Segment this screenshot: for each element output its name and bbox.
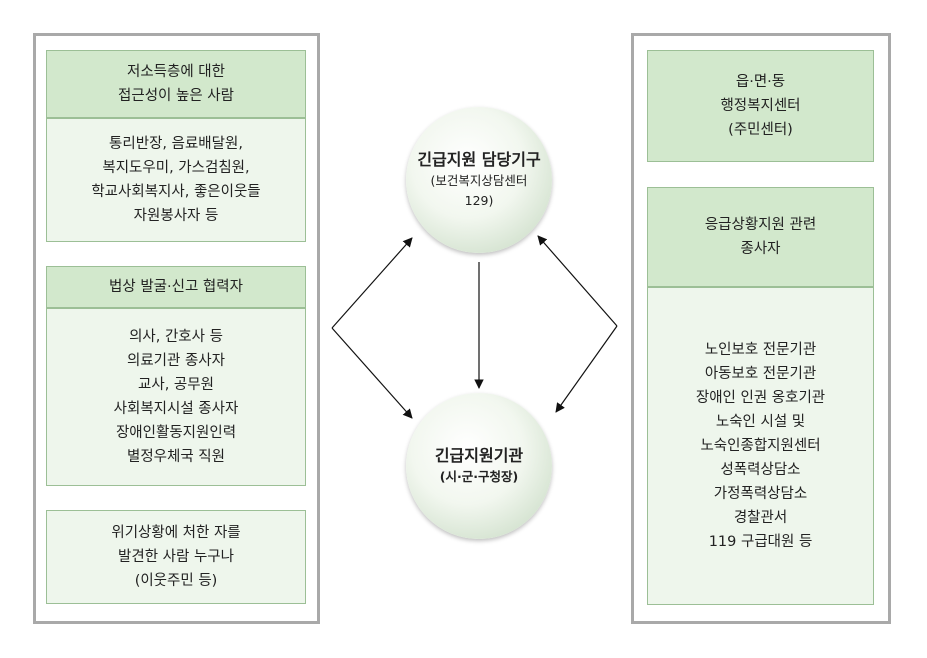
agency-sub-number: 129) — [464, 193, 494, 208]
body-line: 교사, 공무원 — [138, 377, 214, 393]
header-line: 응급상황지원 관련 — [704, 217, 817, 233]
body-line: 장애인 인권 옹호기관 — [695, 390, 826, 406]
body-line: 가정폭력상담소 — [713, 486, 808, 502]
body-line: 노인보호 전문기관 — [704, 342, 817, 358]
agency-title: 긴급지원 담당기구 — [417, 150, 541, 169]
header-line: 접근성이 높은 사람 — [118, 88, 234, 104]
body-line: 위기상황에 처한 자를 — [111, 525, 241, 541]
header-line: 법상 발굴·신고 협력자 — [109, 279, 243, 295]
body-line: 자원봉사자 등 — [133, 208, 219, 224]
emergency-support-institution-circle: 긴급지원기관 (시·군·구청장) — [406, 393, 552, 539]
legal-reporter-body: 의사, 간호사 등 의료기관 종사자 교사, 공무원 사회복지시설 종사자 장애… — [46, 308, 306, 486]
institution-sub: (시·군·구청장) — [439, 469, 519, 484]
left-arrow-up — [331, 237, 413, 329]
body-line: 행정복지센터 — [720, 98, 801, 114]
header-line: 종사자 — [740, 241, 781, 257]
body-line: 발견한 사람 누구나 — [118, 549, 234, 565]
right-arrow-up — [537, 235, 618, 327]
body-line: 아동보호 전문기관 — [704, 366, 817, 382]
header-line: 저소득층에 대한 — [127, 64, 225, 80]
body-line: 장애인활동지원인력 — [115, 425, 237, 441]
body-line: 의료기관 종사자 — [127, 353, 225, 369]
right-arrow-down — [555, 325, 618, 413]
body-line: 성폭력상담소 — [720, 462, 801, 478]
body-line: 학교사회복지사, 좋은이웃들 — [91, 184, 261, 200]
emergency-worker-body: 노인보호 전문기관 아동보호 전문기관 장애인 인권 옹호기관 노숙인 시설 및… — [647, 287, 874, 605]
body-line: 별정우체국 직원 — [127, 449, 225, 465]
body-line: 복지도우미, 가스검침원, — [102, 160, 250, 176]
admin-welfare-center-box: 읍·면·동 행정복지센터 (주민센터) — [647, 50, 874, 162]
agency-sub: (보건복지상담센터 — [430, 173, 528, 188]
left-arrow-down — [331, 327, 413, 419]
low-income-access-body: 통리반장, 음료배달원, 복지도우미, 가스검침원, 학교사회복지사, 좋은이웃… — [46, 118, 306, 242]
body-line: 119 구급대원 등 — [708, 534, 813, 550]
body-line: 경찰관서 — [733, 510, 788, 526]
body-line: 노숙인 시설 및 — [715, 414, 806, 430]
body-line: 의사, 간호사 등 — [129, 329, 223, 345]
institution-title: 긴급지원기관 — [434, 446, 524, 465]
body-line: 통리반장, 음료배달원, — [109, 136, 243, 152]
body-line: (이웃주민 등) — [134, 573, 218, 589]
emergency-worker-header: 응급상황지원 관련 종사자 — [647, 187, 874, 287]
body-line: 읍·면·동 — [735, 74, 786, 90]
emergency-support-agency-circle: 긴급지원 담당기구 (보건복지상담센터 129) — [406, 107, 552, 253]
body-line: 노숙인종합지원센터 — [700, 438, 821, 454]
low-income-access-header: 저소득층에 대한 접근성이 높은 사람 — [46, 50, 306, 118]
body-line: (주민센터) — [728, 122, 793, 138]
legal-reporter-header: 법상 발굴·신고 협력자 — [46, 266, 306, 308]
body-line: 사회복지시설 종사자 — [113, 401, 239, 417]
anyone-discovered-box: 위기상황에 처한 자를 발견한 사람 누구나 (이웃주민 등) — [46, 510, 306, 604]
